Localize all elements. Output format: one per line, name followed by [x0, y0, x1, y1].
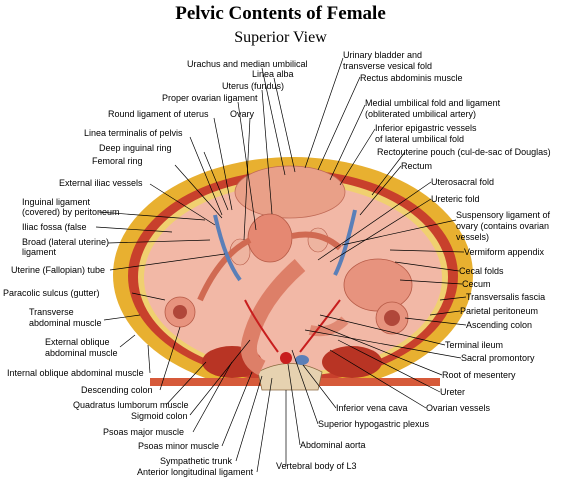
label-rectouterine: Rectouterine pouch (cul-de-sac of Dougla… [377, 147, 551, 157]
label-ureteric-fold: Ureteric fold [431, 194, 480, 204]
cecum [343, 258, 413, 312]
label-asc-colon: Ascending colon [466, 320, 532, 330]
label-ant-long: Anterior longitudinal ligament [137, 467, 254, 477]
label-ext-oblique-2: abdominal muscle [45, 348, 118, 358]
label-cecal-folds: Cecal folds [459, 266, 504, 276]
label-susp-3: vessels) [456, 232, 489, 242]
label-transverse-2: abdominal muscle [29, 318, 102, 328]
label-rectum: Rectum [401, 161, 432, 171]
label-broad-2: ligament [22, 247, 57, 257]
label-cecum: Cecum [462, 279, 491, 289]
ext-iliac-left [213, 214, 242, 282]
label-iliac-fossa: Iliac fossa (false [22, 222, 87, 232]
descending-colon-lumen [173, 305, 187, 319]
page-subtitle: Superior View [234, 29, 327, 46]
ureter-left [244, 299, 279, 353]
label-round-ligament: Round ligament of uterus [108, 109, 209, 119]
label-ext-oblique-1: External oblique [45, 337, 110, 347]
label-transversalis: Transversalis fascia [466, 292, 545, 302]
label-root-mesentery: Root of mesentery [442, 370, 516, 380]
label-desc-colon: Descending colon [81, 385, 153, 395]
label-susp-1: Suspensory ligament of [456, 210, 551, 220]
label-uterus: Uterus (fundus) [222, 81, 284, 91]
label-inf-epi-2: of lateral umbilical fold [375, 134, 464, 144]
label-sacral-prom: Sacral promontory [461, 353, 535, 363]
label-deep-ring: Deep inguinal ring [99, 143, 172, 153]
label-proper-ovarian: Proper ovarian ligament [162, 93, 258, 103]
label-bladder-1: Urinary bladder and [343, 50, 422, 60]
label-ovary: Ovary [230, 109, 255, 119]
label-sup-hypo: Superior hypogastric plexus [318, 419, 430, 429]
bladder [234, 165, 346, 219]
label-medial-umb-2: (obliterated umbilical artery) [365, 109, 476, 119]
labels: Urachus and median umbilical Linea alba … [3, 50, 551, 477]
label-inguinal-2: (covered) by peritoneum [22, 207, 120, 217]
label-psoas-major: Psoas major muscle [103, 427, 184, 437]
vena-cava [295, 355, 309, 365]
label-linea-terminalis: Linea terminalis of pelvis [84, 128, 183, 138]
label-inguinal-1: Inguinal ligament [22, 197, 91, 207]
label-symp-trunk: Sympathetic trunk [160, 456, 233, 466]
label-ivc: Inferior vena cava [336, 403, 408, 413]
label-parietal-peritoneum: Parietal peritoneum [460, 306, 538, 316]
label-int-oblique: Internal oblique abdominal muscle [7, 368, 144, 378]
pelvis-illustration [113, 157, 473, 396]
label-bladder-2: transverse vesical fold [343, 61, 432, 71]
terminal-ileum [308, 316, 349, 337]
label-inf-epi-1: Inferior epigastric vessels [375, 123, 477, 133]
label-linea-alba: Linea alba [252, 69, 294, 79]
label-rectus: Rectus abdominis muscle [360, 73, 463, 83]
label-ureter: Ureter [440, 387, 465, 397]
label-sigmoid: Sigmoid colon [131, 411, 188, 421]
label-transverse-1: Transverse [29, 307, 74, 317]
ascending-colon-lumen [384, 310, 400, 326]
aorta [280, 352, 292, 364]
label-urachus: Urachus and median umbilical [187, 59, 308, 69]
label-vermiform: Vermiform appendix [464, 247, 545, 257]
label-susp-2: ovary (contains ovarian [456, 221, 549, 231]
label-femoral-ring: Femoral ring [92, 156, 143, 166]
label-paracolic: Paracolic sulcus (gutter) [3, 288, 100, 298]
label-ovarian-vessels: Ovarian vessels [426, 403, 491, 413]
label-medial-umb-1: Medial umbilical fold and ligament [365, 98, 501, 108]
label-broad-1: Broad (lateral uterine) [22, 237, 109, 247]
tube-right [291, 231, 343, 251]
label-term-ileum: Terminal ileum [445, 340, 503, 350]
leader-lines [95, 57, 467, 473]
sigmoid-colon [240, 258, 306, 376]
label-abd-aorta: Abdominal aorta [300, 440, 366, 450]
label-ext-iliac: External iliac vessels [59, 178, 143, 188]
label-psoas-minor: Psoas minor muscle [138, 441, 219, 451]
tube-left [197, 237, 252, 302]
label-vertebral: Vertebral body of L3 [276, 461, 357, 471]
label-quadratus: Quadratus lumborum muscle [73, 400, 189, 410]
label-uterine-tube: Uterine (Fallopian) tube [11, 265, 105, 275]
ureter-right [299, 299, 341, 353]
ext-iliac-right [333, 209, 357, 276]
page-title: Pelvic Contents of Female [175, 3, 386, 24]
label-uterosacral: Uterosacral fold [431, 177, 494, 187]
